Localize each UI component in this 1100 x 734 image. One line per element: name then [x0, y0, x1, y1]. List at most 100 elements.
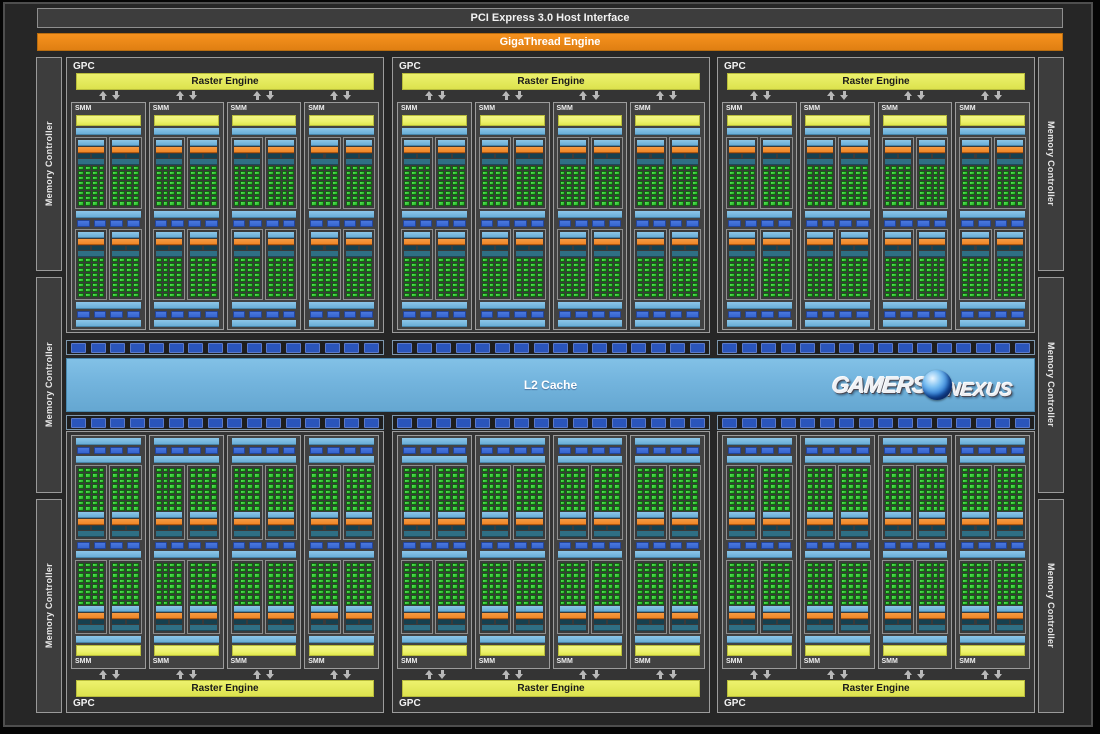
cuda-core-cell [522, 166, 529, 171]
cuda-core-cell [240, 257, 247, 262]
dispatch-unit [855, 245, 868, 250]
dispatch-unit-row [267, 154, 295, 158]
cuda-core-cell [671, 166, 678, 171]
cuda-core-cell [274, 578, 281, 584]
cuda-core-cell [359, 166, 366, 171]
cuda-core-cell [240, 478, 247, 484]
cuda-core-cell [820, 567, 827, 573]
cuda-core-cell [898, 584, 905, 589]
orange-bar [233, 518, 260, 525]
cuda-core-cell [352, 567, 359, 573]
cuda-core-cell [233, 267, 240, 272]
cuda-core-cell [607, 191, 614, 196]
cuda-core-cell [962, 589, 969, 595]
teal-bar [729, 625, 756, 631]
cuda-core-cell [132, 500, 139, 506]
cuda-core-cell [962, 282, 969, 287]
cuda-core-cell [162, 584, 169, 589]
cuda-core-cell [580, 292, 586, 297]
cuda-core-cell [176, 473, 183, 478]
crossbar-segment [650, 342, 666, 353]
cuda-core-cell [770, 176, 777, 181]
tex-unit [669, 541, 683, 549]
cuda-core-cell [78, 277, 84, 282]
cuda-core-cell [637, 176, 644, 181]
cuda-core-cell [644, 277, 650, 282]
cuda-core-cell [742, 495, 749, 500]
cuda-core-cell [607, 484, 614, 489]
cuda-core-cell [932, 166, 939, 171]
tex-unit [761, 447, 775, 454]
cuda-core-cell [763, 584, 770, 589]
 [330, 91, 338, 96]
cuda-core-cell [600, 181, 607, 186]
teal-bar [962, 625, 989, 631]
cuda-core-cell [410, 272, 417, 277]
orange-bar [918, 238, 946, 245]
light-blue-bar [231, 438, 297, 445]
cuda-core-cell [559, 478, 566, 484]
cuda-core-cell [820, 181, 827, 186]
cuda-core-cell [735, 573, 742, 578]
cuda-core-cell [827, 292, 834, 297]
smm-processing-block [308, 137, 341, 209]
cuda-core-cell [529, 584, 536, 589]
smm-half [478, 465, 546, 540]
cuda-core-cell [438, 191, 445, 196]
dispatch-unit [204, 620, 217, 624]
cuda-core-cell [233, 489, 240, 495]
orange-bar [438, 518, 465, 525]
crossbar-segment [514, 342, 530, 353]
cuda-core-cell [254, 196, 260, 201]
cuda-core-cell [962, 500, 969, 506]
cuda-core-cell [78, 257, 84, 262]
cuda-core-cell [841, 267, 847, 272]
cuda-core-cell [318, 473, 324, 478]
smm-half [401, 137, 468, 209]
cuda-core-cell [324, 478, 331, 484]
cuda-core-cell [267, 272, 274, 277]
cuda-core-cell [502, 506, 509, 511]
cuda-core-cell [210, 562, 217, 567]
cuda-core-cell [847, 277, 854, 282]
cuda-core-cell [91, 495, 98, 500]
cuda-core-cell [274, 166, 281, 171]
cuda-core-cell [962, 287, 969, 292]
dispatch-unit-row [481, 525, 509, 530]
dispatch-unit [573, 154, 586, 158]
tex-unit [900, 447, 913, 454]
cuda-core-cell [898, 282, 905, 287]
cuda-core-cell [404, 595, 410, 600]
cuda-core-cell [132, 600, 139, 605]
cuda-core-cell [749, 292, 756, 297]
light-blue-bar [882, 438, 948, 445]
cuda-core-cell [898, 562, 905, 567]
cuda-core-cell [203, 181, 210, 186]
light-blue-bar [233, 140, 260, 146]
teal-bar [884, 159, 911, 165]
cuda-core-cell [593, 495, 600, 500]
cuda-core-cell [607, 562, 614, 567]
dispatch-unit [821, 245, 834, 250]
cuda-core-cell [203, 171, 210, 176]
cuda-core-cell [132, 171, 139, 176]
dispatch-unit [559, 154, 572, 158]
cuda-core-cell [729, 186, 735, 191]
cuda-core-cell [112, 495, 119, 500]
 [842, 91, 846, 95]
smm-half [478, 559, 546, 634]
smm-half [75, 228, 142, 300]
cuda-core-cell [366, 272, 372, 277]
cuda-core-cell [502, 282, 509, 287]
up-arrow-icon [904, 91, 913, 100]
core-grid [190, 166, 217, 206]
cuda-core-cell [359, 484, 366, 489]
cuda-core-cell [975, 589, 982, 595]
cuda-core-cell [210, 272, 217, 277]
cuda-core-cell [735, 267, 742, 272]
tex-unit [728, 447, 741, 454]
cuda-core-cell [975, 287, 982, 292]
cuda-core-cell [233, 287, 240, 292]
tex-unit [883, 219, 897, 227]
